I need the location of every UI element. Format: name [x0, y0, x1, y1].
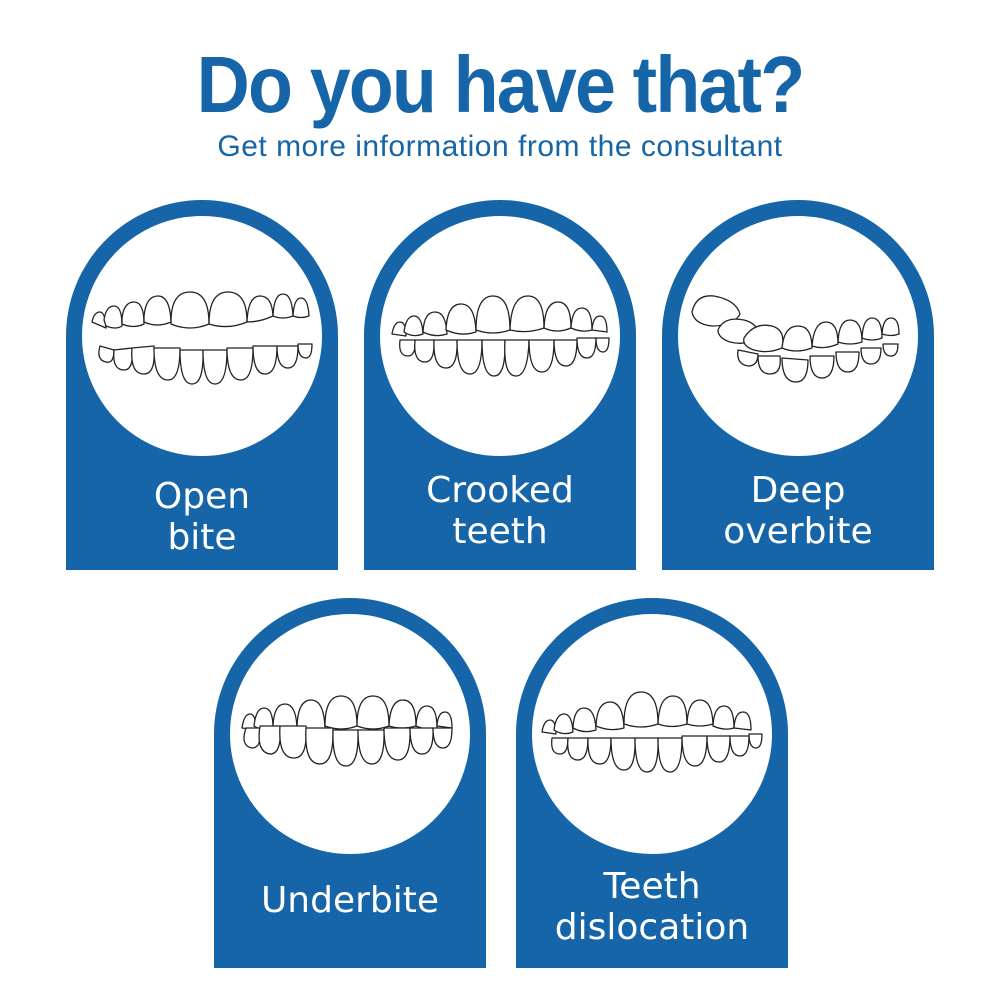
condition-label-line1: Open [153, 476, 251, 517]
deep-overbite-teeth-icon [678, 216, 918, 456]
crooked-teeth-icon [380, 216, 620, 456]
open-bite-teeth-icon [82, 216, 322, 456]
condition-card-crooked-teeth[interactable]: Crooked teeth [364, 200, 636, 570]
condition-label-line2: overbite [723, 511, 873, 552]
condition-label-line2: teeth [452, 511, 548, 552]
condition-label: Open bite [66, 476, 338, 558]
condition-card-deep-overbite[interactable]: Deep overbite [662, 200, 934, 570]
page-subtitle: Get more information from the consultant [217, 130, 783, 163]
condition-card-underbite[interactable]: Underbite [214, 598, 486, 968]
condition-label-line1: Teeth [603, 866, 701, 907]
condition-label: Underbite [214, 880, 486, 921]
condition-label-line1: Crooked [426, 470, 574, 511]
condition-card-open-bite[interactable]: Open bite [66, 200, 338, 570]
underbite-teeth-icon [230, 614, 470, 854]
condition-label-line1: Deep [750, 470, 846, 511]
condition-label: Crooked teeth [364, 470, 636, 552]
teeth-dislocation-icon [532, 614, 772, 854]
condition-label-line1: Underbite [260, 880, 440, 921]
condition-label-line2: dislocation [554, 907, 750, 948]
condition-label-line2: bite [167, 517, 237, 558]
condition-label: Teeth dislocation [516, 866, 788, 948]
condition-card-teeth-dislocation[interactable]: Teeth dislocation [516, 598, 788, 968]
condition-label: Deep overbite [662, 470, 934, 552]
page-title: Do you have that? [196, 40, 805, 129]
